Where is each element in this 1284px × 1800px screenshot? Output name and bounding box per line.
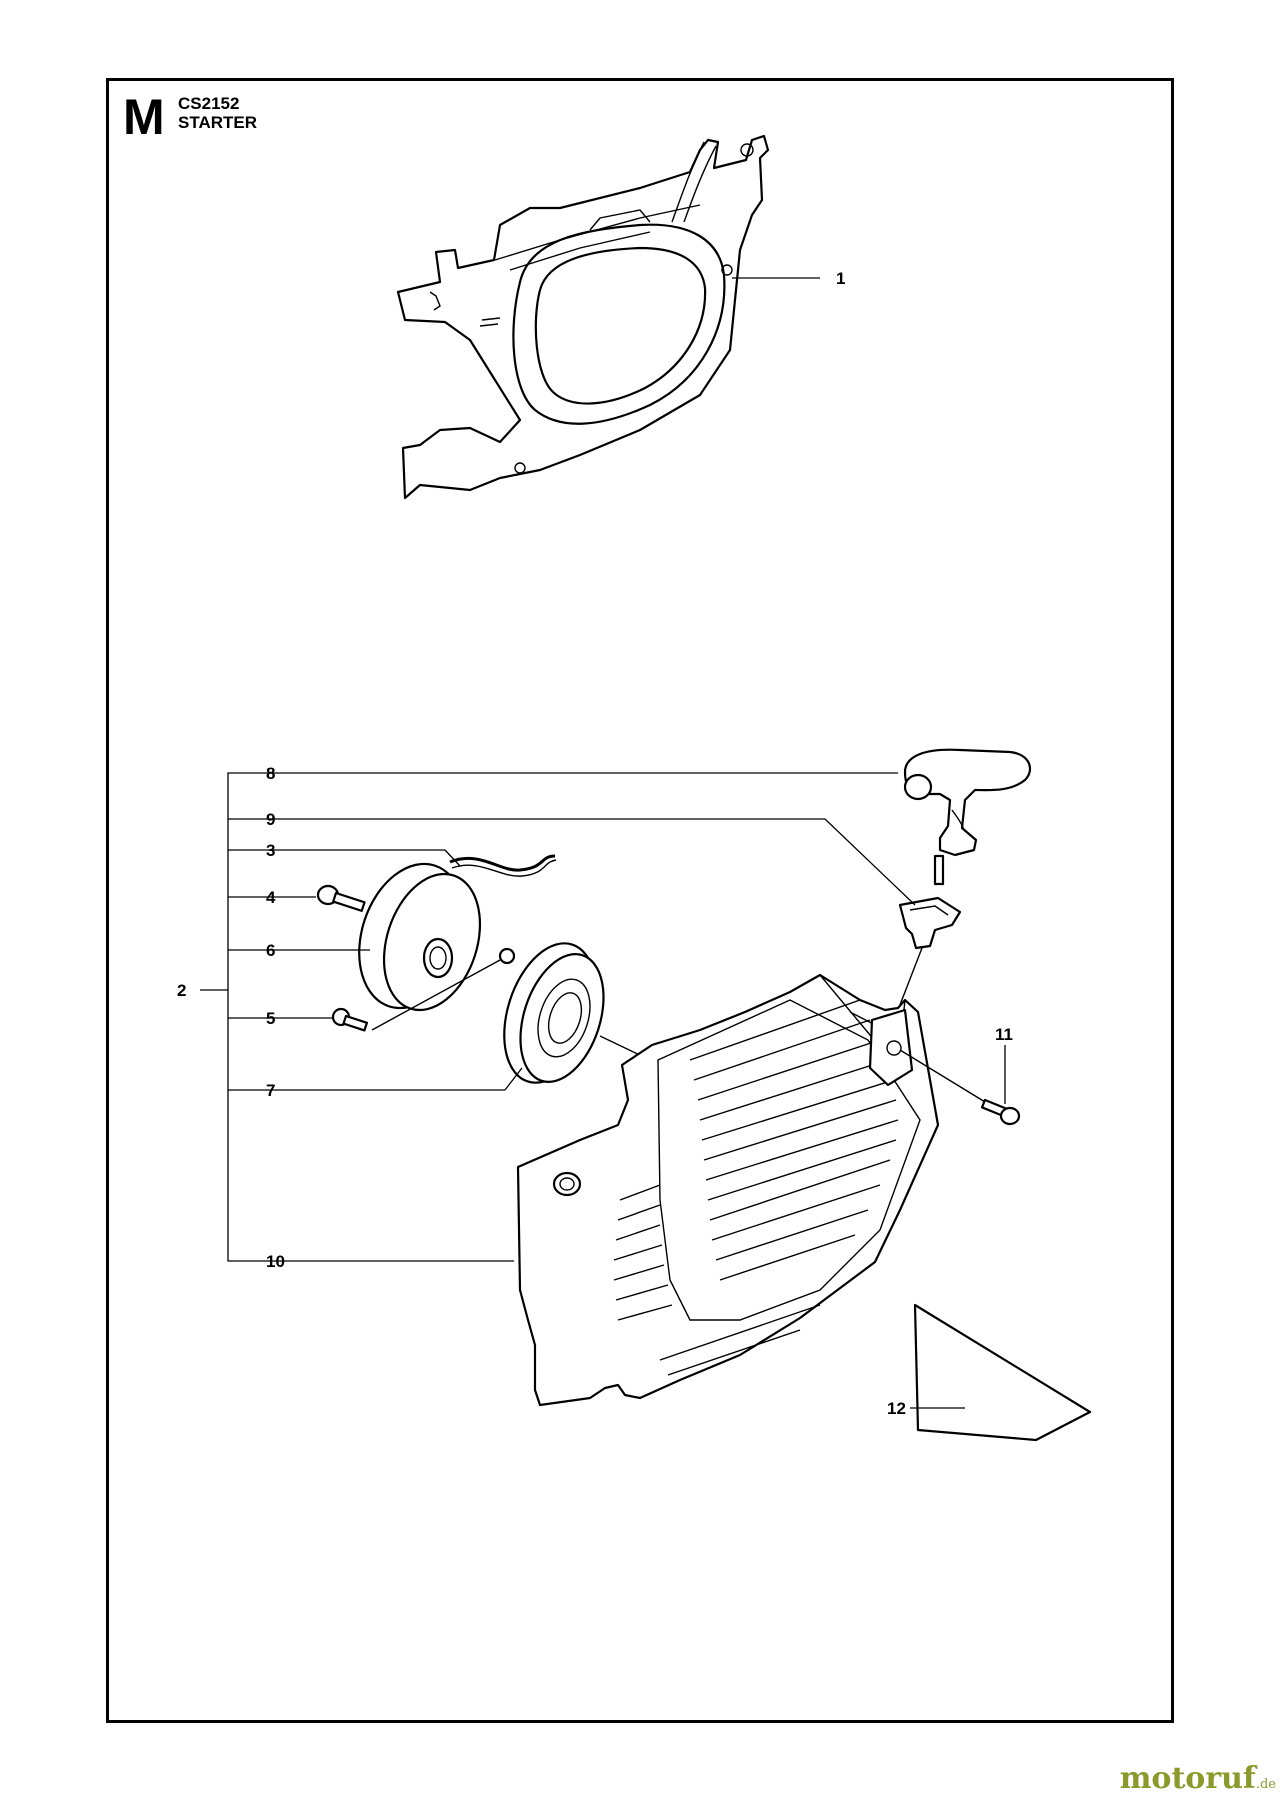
callout-12: 12 (887, 1399, 906, 1418)
kit-2-bracket: 2 (177, 772, 248, 1262)
callout-11: 11 (995, 1025, 1013, 1044)
part-3-starter-rope: 3 (248, 841, 557, 877)
callout-2: 2 (177, 981, 186, 1000)
callout-8: 8 (266, 764, 275, 783)
part-4-screw: 4 (248, 884, 366, 912)
part-11-screw: 11 (899, 1025, 1021, 1126)
callout-5: 5 (266, 1009, 275, 1028)
callout-9: 9 (266, 810, 275, 829)
part-8-starter-handle: 8 (248, 748, 1032, 886)
part-12-decal: 12 (887, 1303, 1092, 1442)
callout-1: 1 (836, 269, 845, 288)
callout-4: 4 (266, 888, 276, 907)
part-1-starter-bracket: 1 (396, 134, 845, 500)
watermark-main: motoruf (1119, 1761, 1256, 1796)
callout-3: 3 (266, 841, 275, 860)
part-9-rope-guide: 9 (248, 810, 962, 1011)
part-10-starter-cover: 10 (248, 973, 940, 1407)
watermark-tld: .de (1255, 1777, 1276, 1792)
part-5-screw: 5 (248, 959, 501, 1032)
part-7-spring-cassette: 7 (248, 942, 651, 1100)
section-title: STARTER (178, 113, 258, 132)
section-letter: M (123, 89, 165, 145)
callout-10: 10 (266, 1252, 285, 1271)
callout-7: 7 (266, 1081, 275, 1100)
part-6-rope-pulley: 6 (248, 862, 482, 1012)
model-code: CS2152 (178, 94, 240, 113)
diagram-frame (106, 78, 1174, 1723)
callout-6: 6 (266, 941, 275, 960)
site-watermark: motoruf.de (1120, 1761, 1276, 1796)
